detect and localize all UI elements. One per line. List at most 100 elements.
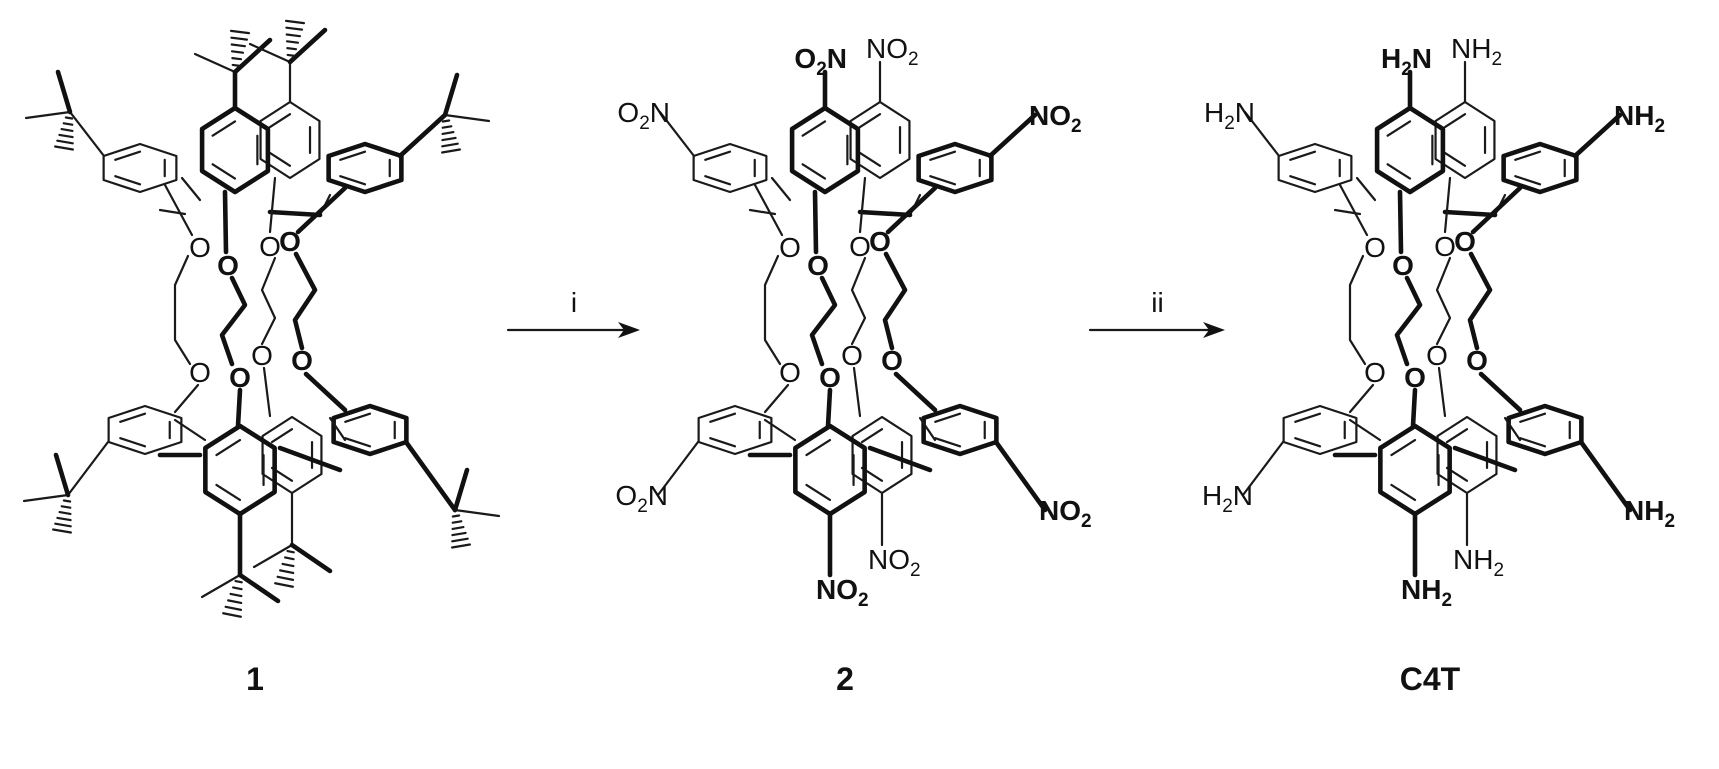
methyl-bond bbox=[200, 573, 242, 599]
methyl-wedge-bond bbox=[237, 572, 281, 604]
double-bond bbox=[929, 150, 957, 161]
aryl-oxygen-bond bbox=[885, 185, 938, 235]
methyl-hash-bond bbox=[231, 63, 241, 67]
double-bond bbox=[858, 151, 882, 167]
methylene-bridge bbox=[1442, 209, 1498, 218]
arrow-head bbox=[1203, 322, 1225, 338]
amino-group: NH2 bbox=[1401, 574, 1452, 611]
ethylene-bridge bbox=[260, 256, 277, 346]
double-bond bbox=[704, 175, 732, 186]
methylene-bridge bbox=[180, 176, 202, 202]
double-bond bbox=[801, 163, 827, 180]
methyl-hash-bond bbox=[451, 514, 461, 518]
methyl-wedge-bond bbox=[55, 69, 73, 115]
reagent-label: ii bbox=[1151, 287, 1163, 318]
double-bond bbox=[934, 412, 962, 423]
reagent-label: i bbox=[571, 287, 577, 318]
double-bond bbox=[1386, 163, 1412, 180]
methyl-hash-bond bbox=[60, 505, 72, 509]
methyl-hash-bond bbox=[276, 575, 295, 581]
double-bond bbox=[929, 175, 957, 186]
double-bond bbox=[934, 437, 962, 448]
methyl-bond bbox=[248, 42, 292, 64]
methyl-bond bbox=[22, 493, 70, 503]
methylene-bridge bbox=[173, 418, 207, 442]
methyl-hash-bond bbox=[451, 525, 465, 531]
aryl-oxygen-bond bbox=[893, 371, 938, 413]
aryl-oxygen-bond bbox=[295, 185, 348, 235]
double-bond bbox=[1445, 428, 1469, 444]
double-bond bbox=[1390, 483, 1417, 502]
methyl-bond bbox=[443, 113, 491, 123]
oxygen-atom: O bbox=[1426, 340, 1448, 371]
aryl-ring-bottom-right bbox=[921, 403, 999, 457]
ethylene-bridge bbox=[763, 254, 782, 366]
double-bond bbox=[339, 175, 367, 186]
amino-group: H2N bbox=[1202, 480, 1253, 517]
methyl-hash-bond bbox=[54, 145, 74, 151]
aryl-oxygen-bond bbox=[825, 387, 833, 429]
oxygen-atom: O bbox=[189, 357, 211, 388]
methyl-hash-bond bbox=[60, 127, 74, 133]
methyl-hash-bond bbox=[234, 579, 243, 584]
methyl-hash-bond bbox=[229, 29, 251, 35]
ethylene-bridge bbox=[292, 251, 318, 351]
oxygen-atom: O bbox=[229, 362, 251, 393]
methyl-bond bbox=[252, 543, 294, 569]
substituent-bond bbox=[397, 112, 448, 159]
double-bond bbox=[805, 483, 832, 502]
methyl-hash-bond bbox=[274, 582, 294, 588]
methyl-hash-bond bbox=[451, 537, 469, 543]
double-bond bbox=[860, 428, 884, 444]
substituent-bond bbox=[656, 440, 700, 497]
compound-label: 1 bbox=[246, 661, 264, 697]
oxygen-atom: O bbox=[841, 340, 863, 371]
double-bond bbox=[270, 428, 294, 444]
methyl-hash-bond bbox=[279, 569, 295, 575]
aryl-oxygen-bond bbox=[173, 383, 200, 414]
oxygen-atom: O bbox=[259, 231, 281, 262]
ethylene-bridge bbox=[1435, 256, 1452, 346]
oxygen-atom: O bbox=[251, 340, 273, 371]
double-bond bbox=[1289, 150, 1317, 161]
double-bond bbox=[119, 437, 147, 448]
methyl-hash-bond bbox=[58, 510, 72, 516]
oxygen-atom: O bbox=[779, 357, 801, 388]
methyl-bond bbox=[453, 508, 501, 518]
nitro-group: NO2 bbox=[1029, 100, 1082, 137]
double-bond bbox=[114, 175, 142, 186]
reaction-arrow-2: ii bbox=[1088, 287, 1225, 338]
aryl-ring-bottom-left bbox=[107, 404, 183, 456]
double-bond bbox=[858, 113, 882, 129]
methyl-wedge-bond bbox=[289, 542, 333, 574]
double-bond bbox=[1289, 175, 1317, 186]
methyl-hash-bond bbox=[227, 599, 243, 605]
aryl-oxygen-bond bbox=[858, 176, 867, 234]
double-bond bbox=[1294, 437, 1322, 448]
aryl-oxygen-bond bbox=[1478, 371, 1523, 413]
aryl-ring-bottom-right bbox=[331, 403, 409, 457]
oxygen-atom: O bbox=[779, 232, 801, 263]
oxygen-atom: O bbox=[849, 231, 871, 262]
aryl-oxygen-bond bbox=[1410, 387, 1418, 429]
methyl-hash-bond bbox=[230, 50, 245, 54]
methyl-hash-bond bbox=[224, 605, 243, 611]
ethylene-bridge bbox=[1348, 254, 1367, 366]
methyl-bond bbox=[24, 110, 72, 120]
double-bond bbox=[114, 150, 142, 161]
methyl-hash-bond bbox=[285, 40, 300, 44]
methyl-hash-bond bbox=[230, 43, 247, 48]
double-bond bbox=[709, 412, 737, 423]
methyl-hash-bond bbox=[231, 57, 243, 61]
aryl-ring-top-front bbox=[199, 105, 271, 195]
reaction-arrow-1: i bbox=[506, 287, 640, 338]
oxygen-atom: O bbox=[807, 250, 829, 281]
amino-group: NH2 bbox=[1614, 100, 1665, 137]
methyl-wedge-bond bbox=[442, 72, 460, 118]
methylene-bridge bbox=[918, 416, 937, 442]
methyl-bond bbox=[193, 52, 237, 74]
methyl-hash-bond bbox=[451, 520, 463, 524]
methyl-hash-bond bbox=[441, 130, 455, 136]
nitro-group: O2N bbox=[615, 480, 668, 517]
